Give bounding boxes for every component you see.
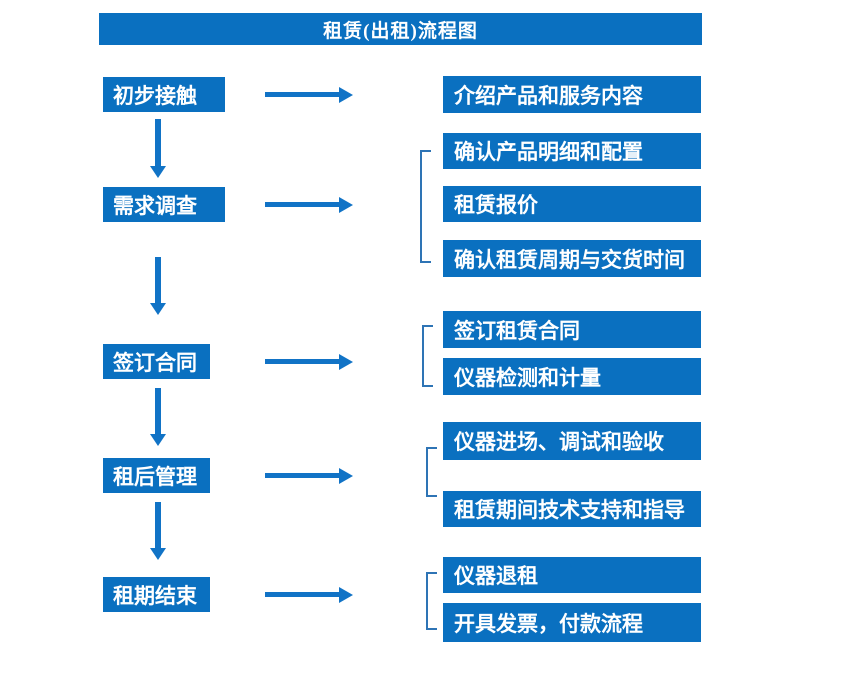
detail-box-instrument-testing: 仪器检测和计量 xyxy=(443,358,701,395)
right-arrow-icon-2 xyxy=(265,202,339,207)
down-arrow-icon-1 xyxy=(155,119,161,166)
right-arrow-icon-3 xyxy=(265,359,339,364)
down-arrow-icon-4 xyxy=(155,502,161,548)
step-box-rental-end: 租期结束 xyxy=(103,577,210,612)
group-bracket-icon-sign-contract xyxy=(422,325,433,387)
detail-box-rental-quotation: 租赁报价 xyxy=(443,186,701,222)
down-arrow-icon-3 xyxy=(155,388,161,434)
right-arrow-icon-1 xyxy=(265,92,339,97)
detail-box-introduce-products: 介绍产品和服务内容 xyxy=(443,76,701,113)
step-box-sign-contract: 签订合同 xyxy=(103,344,210,379)
detail-box-instrument-setup-acceptance: 仪器进场、调试和验收 xyxy=(443,422,701,460)
detail-box-sign-rental-contract: 签订租赁合同 xyxy=(443,311,701,348)
step-box-demand-survey: 需求调查 xyxy=(103,187,225,222)
detail-box-invoice-payment: 开具发票，付款流程 xyxy=(443,603,701,642)
group-bracket-icon-rental-end xyxy=(426,572,437,630)
down-arrow-icon-2 xyxy=(155,257,161,303)
right-arrow-icon-5 xyxy=(265,592,339,597)
step-box-post-rental: 租后管理 xyxy=(103,458,210,493)
step-box-initial-contact: 初步接触 xyxy=(103,77,225,112)
group-bracket-icon-post-rental xyxy=(426,447,437,497)
right-arrow-icon-4 xyxy=(265,473,339,478)
detail-box-technical-support: 租赁期间技术支持和指导 xyxy=(443,491,701,527)
detail-box-confirm-period-delivery: 确认租赁周期与交货时间 xyxy=(443,240,701,277)
flowchart-title: 租赁(出租)流程图 xyxy=(99,13,702,45)
group-bracket-icon-demand-survey xyxy=(420,150,431,263)
detail-box-confirm-product-config: 确认产品明细和配置 xyxy=(443,133,701,169)
detail-box-instrument-return: 仪器退租 xyxy=(443,557,701,593)
